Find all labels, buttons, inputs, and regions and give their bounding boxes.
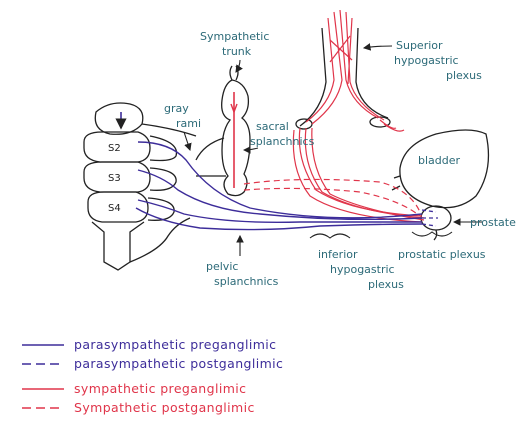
- prostate-label: prostate: [470, 216, 516, 229]
- legend-text-parasympathetic-pre: parasympathetic preganglimic: [74, 337, 276, 352]
- sacral-splanchnics-label: sacral splanchnics: [250, 120, 315, 148]
- bladder-label: bladder: [418, 154, 461, 167]
- sympathetic-trunk: [195, 65, 251, 197]
- sympathetic-trunk-label: Sympathetic trunk: [200, 30, 273, 58]
- segment-s3: S3: [108, 173, 121, 184]
- bladder: [391, 129, 490, 209]
- superior-hypogastric-plexus: [295, 9, 405, 132]
- legend-text-sympathetic-pre: sympathetic preganglimic: [74, 381, 246, 396]
- legend-text-parasympathetic-post: parasympathetic postganglimic: [74, 356, 283, 371]
- legend: parasympathetic preganglimic parasympath…: [22, 337, 283, 415]
- prostatic-plexus-label: prostatic plexus: [398, 248, 486, 261]
- inferior-hypogastric-plexus-label: inferior hypogastric plexus: [318, 248, 404, 291]
- sacrum: [83, 102, 197, 271]
- pelvic-splanchnics-label: pelvic splanchnics: [206, 260, 279, 288]
- legend-text-sympathetic-post: Sympathetic postganglimic: [74, 400, 255, 415]
- label-arrows: [183, 43, 482, 256]
- parasympathetic-fibers: [135, 141, 423, 231]
- sympathetic-postganglionic-fibers: [243, 178, 421, 217]
- gray-rami-label: gray rami: [164, 102, 201, 130]
- segment-s4: S4: [108, 203, 121, 214]
- sympathetic-fibers: [292, 127, 425, 223]
- parasympathetic-postganglionic-fibers: [421, 209, 438, 227]
- segment-s2: S2: [108, 143, 121, 154]
- superior-hypogastric-plexus-label: Superior hypogastric plexus: [394, 39, 482, 82]
